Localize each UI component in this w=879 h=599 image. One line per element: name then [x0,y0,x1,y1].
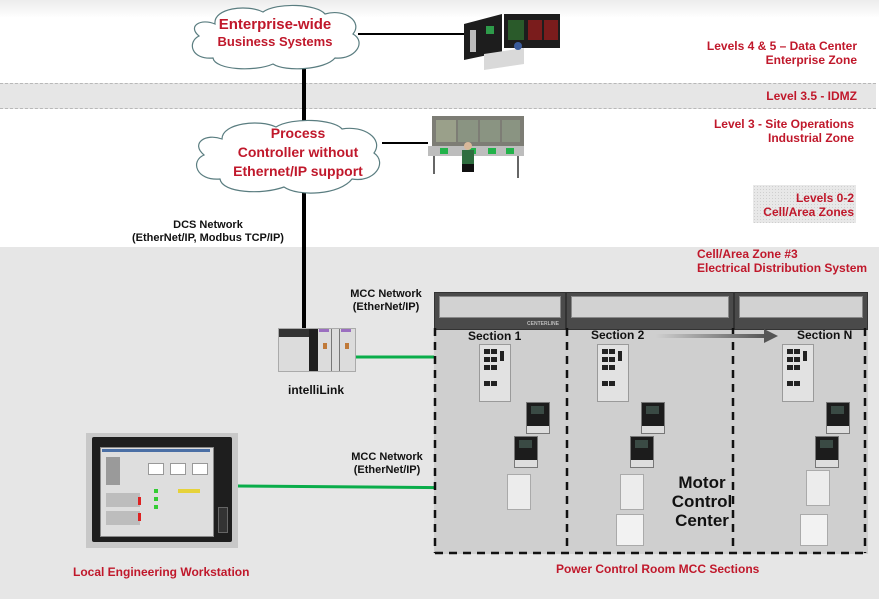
enterprise-zone-label: Levels 4 & 5 – Data Center Enterprise Zo… [707,39,857,67]
drive-icon [514,436,538,468]
cell-area-line1: Levels 0-2 [795,191,854,205]
mcc-network-top-line2: (EtherNet/IP) [352,301,420,313]
section-2-label: Section 2 [591,328,645,342]
industrial-zone-line2: Industrial Zone [767,131,854,145]
enterprise-cloud-label: Enterprise-wide Business Systems [205,16,345,50]
cell-zone3-label: Cell/Area Zone #3 Electrical Distributio… [697,247,867,275]
drive-icon [630,436,654,468]
ethernet-switch-section-n [782,344,814,402]
section-1-label: Section 1 [468,329,522,343]
process-cloud-line1: Process [270,125,326,141]
industrial-zone-line1: Level 3 - Site Operations [713,117,854,131]
drive-icon [815,436,839,468]
ethernet-switch-section-1 [479,344,511,402]
workstation-label: Local Engineering Workstation [73,565,250,579]
mcc-sections-caption: Power Control Room MCC Sections [556,562,760,576]
soft-starter-icon [620,474,644,510]
mcc-cabinet-top-2 [566,292,734,330]
idmz-band [0,83,876,109]
soft-starter-icon [806,470,830,506]
cell-area-zones-box [753,185,856,223]
dcs-network-label: DCS Network (EtherNet/IP, Modbus TCP/IP) [112,219,304,245]
dcs-network-line2: (EtherNet/IP, Modbus TCP/IP) [132,232,284,244]
mcc-network-bottom-line1: MCC Network [351,451,423,463]
mcc-cabinet-top-n [734,292,868,330]
soft-starter-icon [507,474,531,510]
mcc-network-top-line1: MCC Network [350,288,422,300]
data-center-icon [464,14,560,70]
mcc-label-line2: Control [671,492,733,511]
enterprise-cloud-line1: Enterprise-wide [218,16,332,33]
hmi-panel-icon[interactable] [86,433,238,548]
ethernet-switch-section-2 [597,344,629,402]
mcc-network-bottom-label: MCC Network (EtherNet/IP) [344,451,430,477]
cabinet-brand-label: CENTERLINE [527,321,559,327]
mcc-cabinet-top-1: CENTERLINE [434,292,566,330]
cell-zone3-line1: Cell/Area Zone #3 [697,247,798,261]
enterprise-zone-line1: Levels 4 & 5 – Data Center [706,39,857,53]
enterprise-zone-line2: Enterprise Zone [765,53,857,67]
drive-icon [826,402,850,434]
plc-rack-icon [278,328,356,372]
drive-icon [526,402,550,434]
drive-icon [641,402,665,434]
mcc-label-line1: Motor [678,473,726,492]
cell-area-zones-label: Levels 0-2 Cell/Area Zones [763,191,854,219]
cell-zone3-line2: Electrical Distribution System [697,261,868,275]
mcc-network-top-label: MCC Network (EtherNet/IP) [340,288,432,314]
idmz-label: Level 3.5 - IDMZ [766,89,857,103]
motor-control-center-label: Motor Control Center [664,473,740,530]
industrial-zone-label: Level 3 - Site Operations Industrial Zon… [714,117,854,145]
process-cloud-line3: Ethernet/IP support [233,163,363,179]
enterprise-cloud-icon [191,4,360,70]
process-cloud-icon [195,119,381,194]
intellilink-label: intelliLink [287,383,344,397]
process-cloud-line2: Controller without [237,144,359,160]
section-n-label: Section N [797,328,853,342]
process-cloud-label: Process Controller without Ethernet/IP s… [213,124,383,181]
dcs-network-line1: DCS Network [173,219,243,231]
mcc-network-bottom-line2: (EtherNet/IP) [353,464,421,476]
control-room-icon [428,116,524,178]
cell-area-line2: Cell/Area Zones [763,205,854,219]
section-continuation-arrow-icon [656,329,778,343]
overload-relay-icon [800,514,828,546]
overload-relay-icon [616,514,644,546]
enterprise-cloud-line2: Business Systems [217,34,333,49]
mcc-label-line3: Center [675,511,729,530]
